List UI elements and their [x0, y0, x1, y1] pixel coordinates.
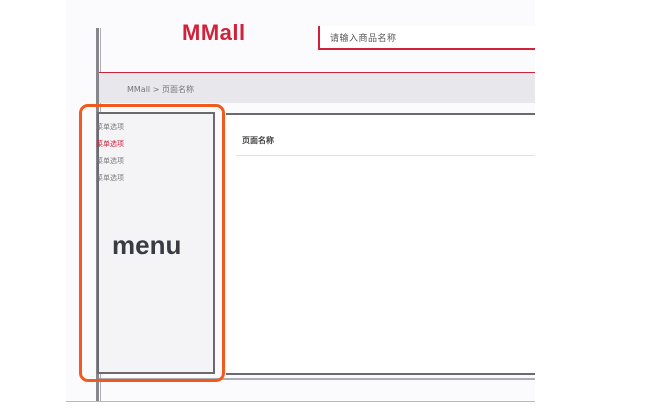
- menu-item[interactable]: 菜单选项: [96, 174, 124, 182]
- search-input[interactable]: 请输入商品名称: [318, 26, 535, 50]
- menu-annotation-label: menu: [112, 230, 182, 260]
- site-logo[interactable]: MMall: [182, 20, 246, 45]
- main-content: 页面名称: [226, 113, 535, 375]
- sidebar-menu: [97, 112, 215, 374]
- menu-item[interactable]: 菜单选项: [96, 123, 124, 131]
- content-divider: [236, 155, 535, 156]
- header-divider: [99, 72, 535, 73]
- breadcrumb-bar: MMall > 页面名称: [99, 73, 535, 103]
- breadcrumb[interactable]: MMall > 页面名称: [127, 85, 194, 94]
- menu-item[interactable]: 菜单选项: [96, 157, 124, 165]
- menu-list: 菜单选项 菜单选项 菜单选项 菜单选项: [96, 121, 124, 189]
- sidebar-highlight-box: [79, 104, 225, 382]
- wireframe-canvas: MMall 请输入商品名称 MMall > 页面名称 菜单选项 菜单选项 菜单选…: [66, 0, 535, 402]
- page-title: 页面名称: [242, 136, 274, 145]
- menu-item-active[interactable]: 菜单选项: [96, 140, 124, 148]
- footer-divider: [99, 378, 535, 380]
- search-placeholder: 请输入商品名称: [330, 34, 397, 44]
